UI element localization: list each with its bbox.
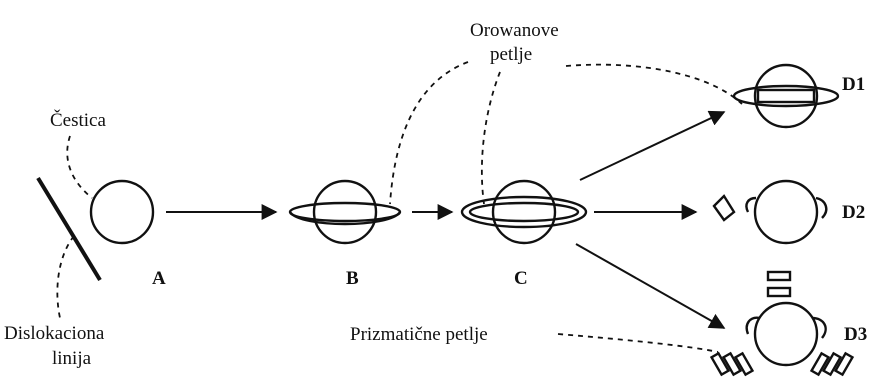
orowan-loop-c-outer	[460, 195, 588, 229]
dislocation-line	[36, 176, 102, 282]
particle-leader	[66, 135, 93, 199]
stage-a: A	[36, 176, 166, 289]
prismatic-loop-d3-right-2	[821, 351, 843, 377]
stage-d3: D3	[709, 270, 867, 377]
stage-label-d2: D2	[842, 202, 865, 223]
loop-d3-arc-left	[745, 316, 761, 335]
particle-b	[312, 179, 378, 245]
stage-d1: D1	[732, 63, 865, 129]
orowan-leader-d1	[565, 63, 743, 105]
stage-c: C	[460, 179, 588, 289]
orowan-leader-b	[389, 61, 469, 205]
loop-d3-arc-right	[811, 316, 827, 339]
particle-d2	[753, 179, 819, 245]
prismatic-loop-d3-top-1	[766, 270, 792, 282]
prismatic-label: Prizmatične petlje	[350, 324, 488, 345]
stage-label-a: A	[152, 268, 166, 289]
prismatic-loop-d3-right-1	[809, 351, 831, 377]
prismatic-loop-d3-left-2	[721, 351, 743, 377]
orowan-label-line-1: Orowanove	[470, 20, 559, 41]
dislocation-label-line-2: linija	[52, 348, 92, 369]
prismatic-leader	[557, 333, 719, 353]
dislocation-label-line-1: Dislokaciona	[4, 323, 105, 344]
stage-label-d1: D1	[842, 74, 865, 95]
prismatic-loop-d3-right-3	[833, 351, 855, 377]
orowan-label-line-2: petlje	[490, 44, 532, 65]
prismatic-loop-d3-left-3	[733, 351, 755, 377]
stage-d2: D2	[712, 179, 865, 245]
dislocation-leader	[56, 235, 75, 319]
loop-d1-band	[756, 88, 816, 104]
particle-label: Čestica	[50, 109, 106, 131]
loop-d2-arc-left	[745, 196, 757, 213]
orowan-leader-c	[480, 71, 501, 205]
prismatic-loop-d3-left-1	[709, 351, 731, 377]
prismatic-loop-d3-top-2	[766, 286, 792, 298]
orowan-loop-b	[288, 201, 402, 223]
particle-d3	[753, 301, 819, 367]
particle-a	[89, 179, 155, 245]
stage-label-c: C	[514, 268, 528, 289]
particle-d1	[753, 63, 819, 129]
orowan-loop-c-inner	[468, 201, 580, 223]
loop-d2-arc-right	[815, 196, 828, 219]
prismatic-loop-d2	[712, 194, 736, 222]
stage-b: B	[288, 179, 402, 289]
arrow-c-to-d1	[579, 110, 726, 181]
arrow-c-to-d3	[575, 243, 726, 329]
particle-c	[491, 179, 557, 245]
stage-label-b: B	[346, 268, 359, 289]
stage-label-d3: D3	[844, 324, 867, 345]
loop-d1	[732, 84, 840, 108]
orowan-loop-b-front	[288, 211, 402, 226]
